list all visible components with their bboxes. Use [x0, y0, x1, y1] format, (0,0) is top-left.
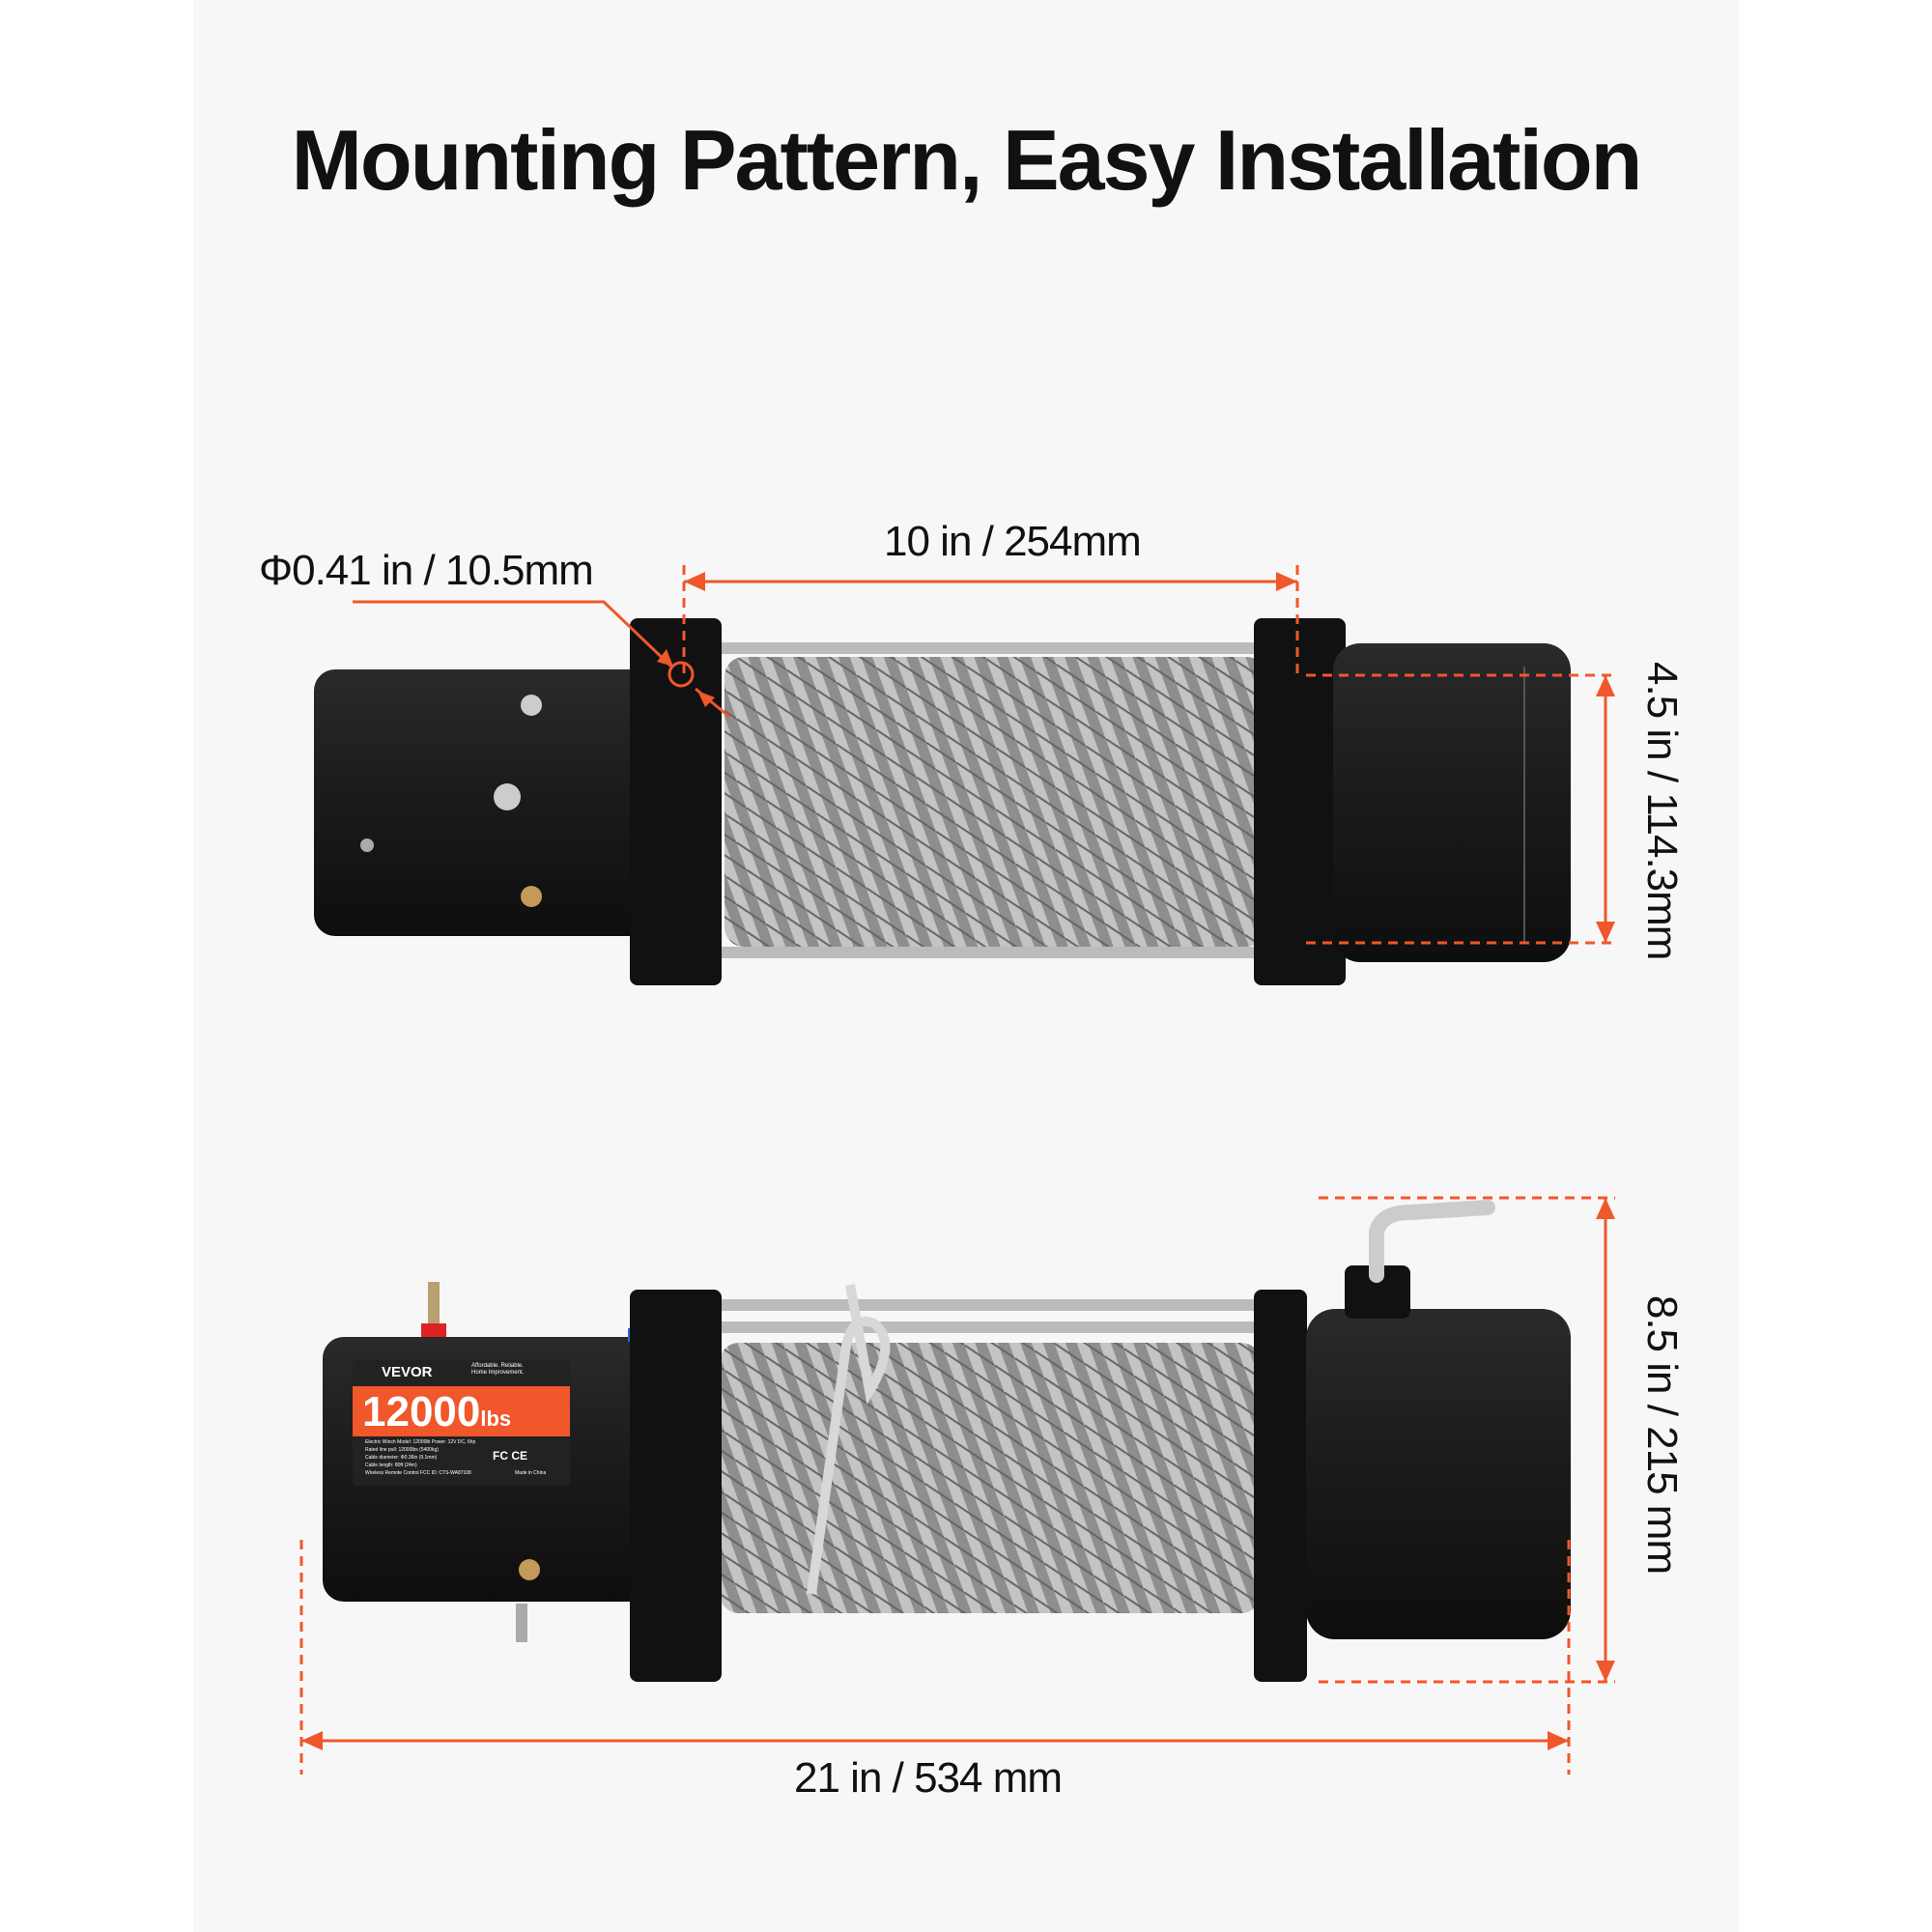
tie-rod [720, 947, 1261, 958]
motor [314, 669, 671, 936]
hole-diameter-label: Φ0.41 in / 10.5mm [259, 547, 594, 594]
left-bracket [630, 618, 722, 985]
arrowheads [301, 572, 1615, 1750]
left-bracket [630, 1290, 722, 1682]
cable-drum [720, 1343, 1261, 1613]
clutch-handle [1369, 1200, 1495, 1283]
certification-marks: FC CE [493, 1449, 527, 1463]
tie-rod [720, 642, 1261, 654]
clutch-base [1345, 1265, 1410, 1319]
mount-length-label: 10 in / 254mm [884, 518, 1142, 565]
mount-width-label: 4.5 in / 114.3mm [1638, 662, 1686, 960]
right-bracket [1254, 1290, 1307, 1682]
height-label: 8.5 in / 215 mm [1638, 1294, 1686, 1575]
top-winch [314, 618, 1571, 985]
tie-rod [720, 1321, 1261, 1333]
total-length-label: 21 in / 534 mm [794, 1754, 1063, 1802]
capacity-value: 12000lbs [362, 1388, 512, 1435]
tie-rod [720, 1299, 1261, 1311]
bottom-winch [323, 1200, 1571, 1682]
page-title: Mounting Pattern, Easy Installation [291, 112, 1643, 208]
gearbox [1333, 643, 1571, 962]
dimension-lines [299, 565, 1615, 1775]
gearbox [1306, 1309, 1571, 1639]
right-bracket [1254, 618, 1346, 985]
cable-drum [724, 657, 1265, 947]
hook [807, 1284, 891, 1595]
